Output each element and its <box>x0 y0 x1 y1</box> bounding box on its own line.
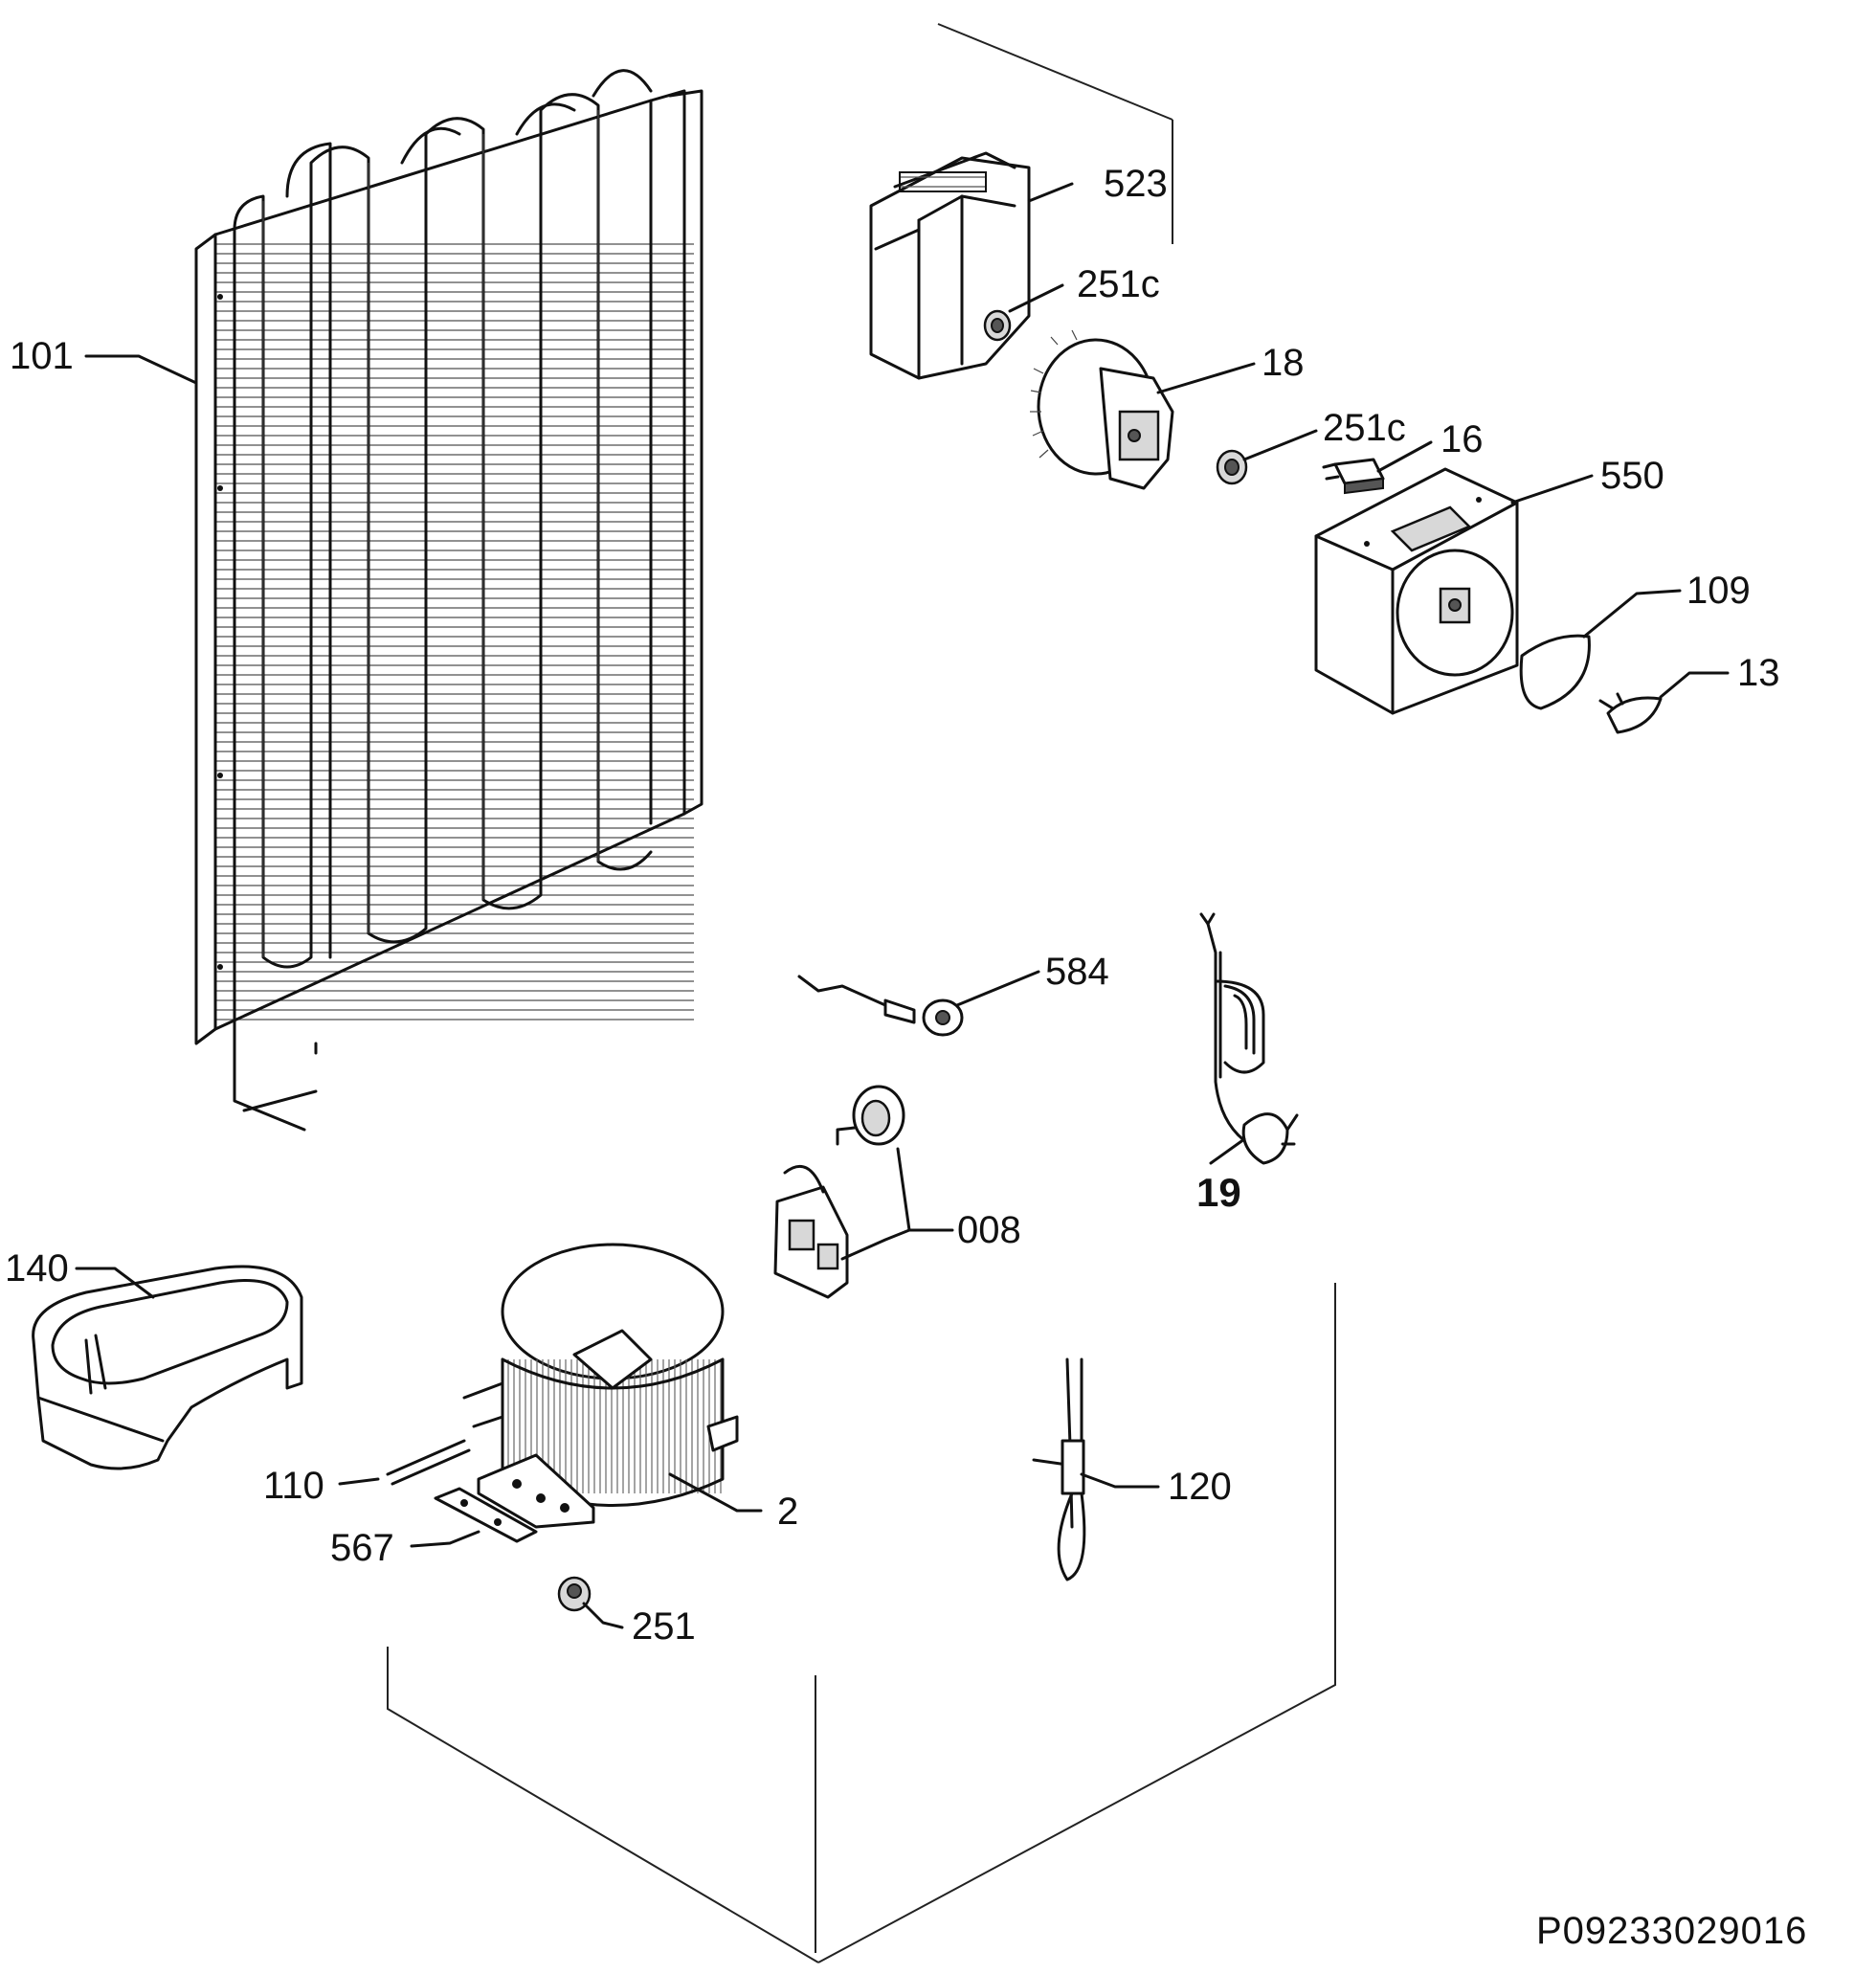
sensor <box>797 975 964 1037</box>
label-110: 110 <box>263 1465 324 1507</box>
document-code: P09233029016 <box>1536 1910 1807 1952</box>
grommet-compressor <box>557 1576 592 1612</box>
label-16: 16 <box>1440 418 1484 460</box>
label-13: 13 <box>1737 652 1780 694</box>
drip-tray <box>32 1265 303 1470</box>
label-550: 550 <box>1600 455 1664 497</box>
switch <box>1322 458 1385 495</box>
label-567: 567 <box>330 1527 394 1569</box>
compressor <box>462 1243 739 1529</box>
label-18: 18 <box>1262 342 1305 384</box>
label-251c-lower: 251c <box>1323 407 1406 449</box>
lamp-cover <box>1519 634 1591 710</box>
power-cord <box>1199 912 1299 1165</box>
label-523: 523 <box>1104 163 1168 205</box>
label-584: 584 <box>1045 951 1109 993</box>
label-008: 008 <box>957 1209 1021 1251</box>
condenser-fins-overlay <box>262 110 599 957</box>
mounting-plate <box>434 1487 538 1543</box>
lamp-housing <box>1314 467 1519 715</box>
lamp <box>1598 692 1663 734</box>
label-109: 109 <box>1686 570 1751 612</box>
label-2: 2 <box>777 1491 798 1533</box>
grommet-lower <box>1216 449 1248 485</box>
sensor-lead <box>1032 1357 1086 1581</box>
condenser-tubes <box>233 69 653 1132</box>
start-relay <box>773 1085 905 1299</box>
process-tube <box>386 1439 471 1486</box>
cabinet-outline <box>387 23 1336 1963</box>
label-120: 120 <box>1168 1466 1232 1508</box>
label-251c-upper: 251c <box>1077 263 1160 305</box>
condenser <box>194 69 704 1132</box>
leader-lines <box>75 182 1730 1629</box>
label-101: 101 <box>10 335 74 377</box>
grommet-upper <box>983 309 1012 342</box>
label-140: 140 <box>5 1247 69 1290</box>
fan-housing <box>869 151 1031 380</box>
fan-motor <box>1030 329 1174 490</box>
label-19: 19 <box>1196 1170 1241 1215</box>
label-251: 251 <box>632 1605 696 1648</box>
